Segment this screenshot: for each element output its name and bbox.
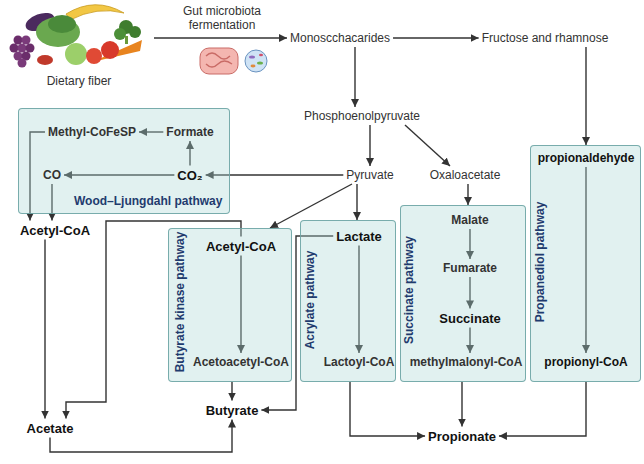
gut-icon [200,48,238,74]
node-label: Butyrate [206,403,259,418]
node-label: Lactate [336,229,382,244]
flow-arrow [44,240,45,419]
node-label: Acetoacetyl-CoA [193,355,289,369]
flow-arrow [356,184,357,220]
metabolite-label: propionyl-CoA [541,353,630,371]
flow-arrow [231,382,232,401]
node-label: propionaldehyde [538,151,635,165]
node-label: Methyl-CoFeSP [48,125,136,139]
metabolite-label: Pyruvate [343,166,396,184]
node-label: Acetyl-CoA [20,223,90,238]
pathway-title: Succinate pathway [402,236,416,344]
metabolite-label: methylmalonyl-CoA [407,353,526,371]
flow-arrow [369,125,370,166]
flow-arrow [393,37,479,38]
metabolite-label: Acetyl-CoA [17,221,93,240]
metabolite-label: CO₂ [174,166,205,185]
node-label: CO [43,168,61,182]
flow-arrow [354,47,355,107]
flow-arrow [405,125,450,166]
node-label: Propionate [428,429,496,444]
metabolite-label: Acetoacetyl-CoA [190,353,292,371]
node-label: Monoscchacarides [290,31,390,45]
source-label: Dietary fiber [47,74,112,88]
pathway-panel: Butyrate kinase pathway Acetyl-CoA Acetoac… [168,228,292,382]
node-label: CO₂ [177,168,202,183]
pathway-panel: Wood–Ljungdahl pathway Methyl-CoFeSP Forma… [18,108,230,214]
product-label: Propionate [425,427,499,446]
flow-arrow [461,382,462,427]
node-label: Oxaloacetate [430,168,501,182]
pathway-title: Wood–Ljungdahl pathway [74,194,222,208]
metabolite-label: Oxaloacetate [427,166,504,184]
pathway-title: Acrylate pathway [303,251,317,350]
pathway-title: Butyrate kinase pathway [173,232,187,373]
pathway-panel: Succinate pathway MalateFumarateSuccinate… [400,205,526,382]
flow-arrow [467,184,468,205]
pathway-title: Propanediol pathway [533,202,547,323]
metabolite-label: Lactate [333,227,385,246]
metabolite-label: propionaldehyde [535,149,638,167]
metabolite-label: Acetyl-CoA [203,237,279,256]
source-illustration: Dietary fiber [4,0,154,92]
flow-arrow [499,382,586,436]
metabolite-label: Fructose and rhamnose [479,29,612,47]
microbe-icon [245,50,267,72]
node-label: Fumarate [443,261,497,275]
metabolite-label: CO [40,166,64,184]
node-label: Lactoyl-CoA [324,355,395,369]
product-label: Butyrate [203,401,262,420]
node-label: methylmalonyl-CoA [410,355,523,369]
metabolite-label: Malate [448,211,491,229]
product-label: Acetate [24,419,77,438]
metabolite-label: Methyl-CoFeSP [45,123,139,141]
metabolite-label: Monoscchacarides [287,29,393,47]
node-label: Formate [166,125,213,139]
metabolite-label: Fumarate [440,259,500,277]
node-label: Malate [451,213,488,227]
vegetables [10,5,143,68]
edge-label: Gut microbiota fermentation [163,4,281,32]
node-label: Phosphoenolpyruvate [304,109,420,123]
node-label: Acetate [27,421,74,436]
metabolite-label: Formate [163,123,216,141]
pathway-panel: Propanediol pathway propionaldehyde propio… [530,145,641,382]
flow-arrow [154,37,287,38]
flow-arrow [350,382,425,436]
node-label: Pyruvate [346,168,393,182]
node-label: propionyl-CoA [544,355,627,369]
node-label: Acetyl-CoA [206,239,276,254]
metabolite-label: Lactoyl-CoA [321,353,398,371]
node-label: Succinate [439,311,500,326]
node-label: Fructose and rhamnose [482,31,609,45]
metabolite-label: Phosphoenolpyruvate [301,107,423,125]
flow-arrow [585,47,586,145]
flow-arrow [50,420,232,453]
metabolite-label: Succinate [436,309,503,328]
pathway-panel: Acrylate pathway LactateLactoyl-CoA [300,220,396,382]
